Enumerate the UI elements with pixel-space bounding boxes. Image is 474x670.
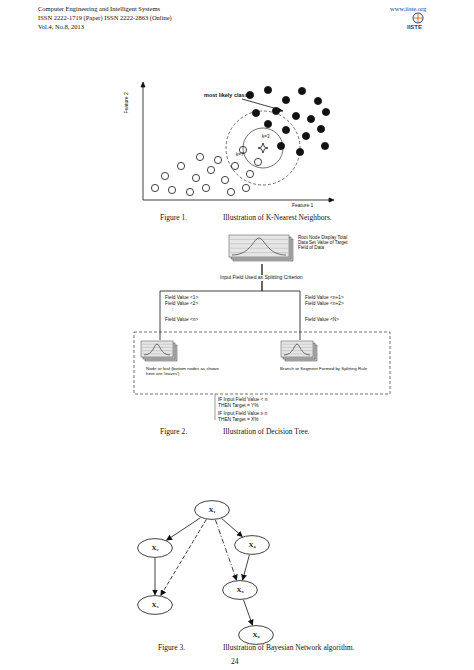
grid-line	[230, 239, 288, 240]
node-ellipse	[138, 596, 173, 615]
text-label: Illustration of Bayesian Network algorit…	[223, 644, 354, 653]
network-node: X₄	[234, 535, 270, 555]
text-label: k=7	[236, 152, 243, 157]
node-ellipse	[239, 626, 274, 645]
grid-line	[230, 248, 288, 249]
text-label: Field Value <n+1>	[305, 295, 344, 301]
journal-logo	[413, 13, 423, 23]
tree-node: Node or leaf (bottom nodes as shown here…	[140, 340, 180, 364]
node-symbol: X₆	[238, 625, 274, 645]
network-node: X₃	[137, 595, 173, 615]
network-node: X₁	[194, 500, 230, 520]
bell-curve	[284, 344, 310, 355]
node-ellipse	[235, 536, 270, 555]
text-label: Illustration of Decision Tree.	[223, 428, 310, 437]
text-label: most likely class	[204, 92, 248, 98]
text-label: IF Input Field Value < n THEN Target = Y…	[218, 397, 280, 408]
stack-sheet	[281, 341, 313, 357]
bell-curve	[144, 344, 170, 355]
network-node: X₅	[222, 580, 258, 600]
text-label: Figure 1.	[160, 214, 187, 223]
text-label: Input Field Used as Splitting Criterion	[219, 275, 304, 281]
bell-curve	[232, 238, 286, 255]
leaf-frame	[134, 332, 390, 394]
text-label: Feature 1	[292, 203, 313, 209]
text-label: :	[172, 307, 173, 313]
text-label: Field Value <n>	[165, 317, 198, 323]
text-label: Feature 2	[124, 92, 130, 113]
tree-node: Root Node Display Total Data Set Value o…	[228, 234, 296, 264]
node-description: Node or leaf (bottom nodes as shown here…	[146, 367, 220, 377]
grid-line	[230, 252, 288, 253]
text-label: 24	[231, 658, 239, 667]
leader-line	[215, 394, 216, 420]
node-symbol: X₃	[137, 595, 173, 615]
connector	[215, 520, 236, 580]
node-symbol: X₂	[137, 538, 173, 558]
node-description: Branch or Segment Formed by Splitting Ru…	[280, 367, 370, 372]
text-label: Field Value <2>	[165, 301, 198, 307]
connector	[155, 558, 156, 595]
text-label: Field Value <N>	[305, 317, 339, 323]
text-label: Figure 3.	[158, 644, 185, 653]
node-ellipse	[223, 581, 258, 600]
tree-node: Branch or Segment Formed by Splitting Ru…	[280, 340, 320, 364]
node-symbol: X₅	[222, 580, 258, 600]
grid-line	[282, 350, 312, 351]
text-label: IF Input Field Value ≥ n THEN Target = X…	[218, 411, 280, 422]
grid-line	[282, 347, 312, 348]
grid-line	[142, 347, 172, 348]
text-label: IISTE	[407, 24, 422, 31]
text-label: Computer Engineering and Intelligent Sys…	[38, 5, 160, 12]
connector	[244, 600, 253, 625]
network-node: X₆	[238, 625, 274, 645]
connector	[243, 555, 250, 580]
data-stack-icon	[228, 234, 296, 264]
grid-line	[230, 243, 288, 244]
connector	[222, 518, 243, 536]
network-node: X₂	[137, 538, 173, 558]
grid-line	[142, 350, 172, 351]
node-symbol: X₁	[194, 500, 230, 520]
text-label: Vol.4, No.8, 2013	[38, 23, 84, 30]
grid-line	[282, 353, 312, 354]
data-stack-icon	[280, 340, 320, 364]
connector	[161, 520, 207, 596]
text-label: ISSN 2222-1719 (Paper) ISSN 2222-2863 (O…	[38, 14, 172, 21]
text-label: Field Value <1>	[165, 295, 198, 301]
node-description: Root Node Display Total Data Set Value o…	[298, 235, 354, 250]
node-symbol: X₄	[234, 535, 270, 555]
grid-line	[142, 353, 172, 354]
text-label: k=3	[262, 134, 269, 139]
node-ellipse	[195, 501, 230, 520]
text-label: www.iiste.org	[390, 5, 426, 12]
text-label: Illustration of K-Nearest Neighbors.	[223, 214, 332, 223]
knn-plot	[141, 82, 334, 202]
text-label: Field Value <n+2>	[305, 301, 344, 307]
text-label: Figure 2.	[160, 428, 187, 437]
node-ellipse	[138, 539, 173, 558]
stack-sheet	[229, 235, 289, 257]
text-label: :	[312, 307, 313, 313]
stack-sheet	[141, 341, 173, 357]
data-stack-icon	[140, 340, 180, 364]
